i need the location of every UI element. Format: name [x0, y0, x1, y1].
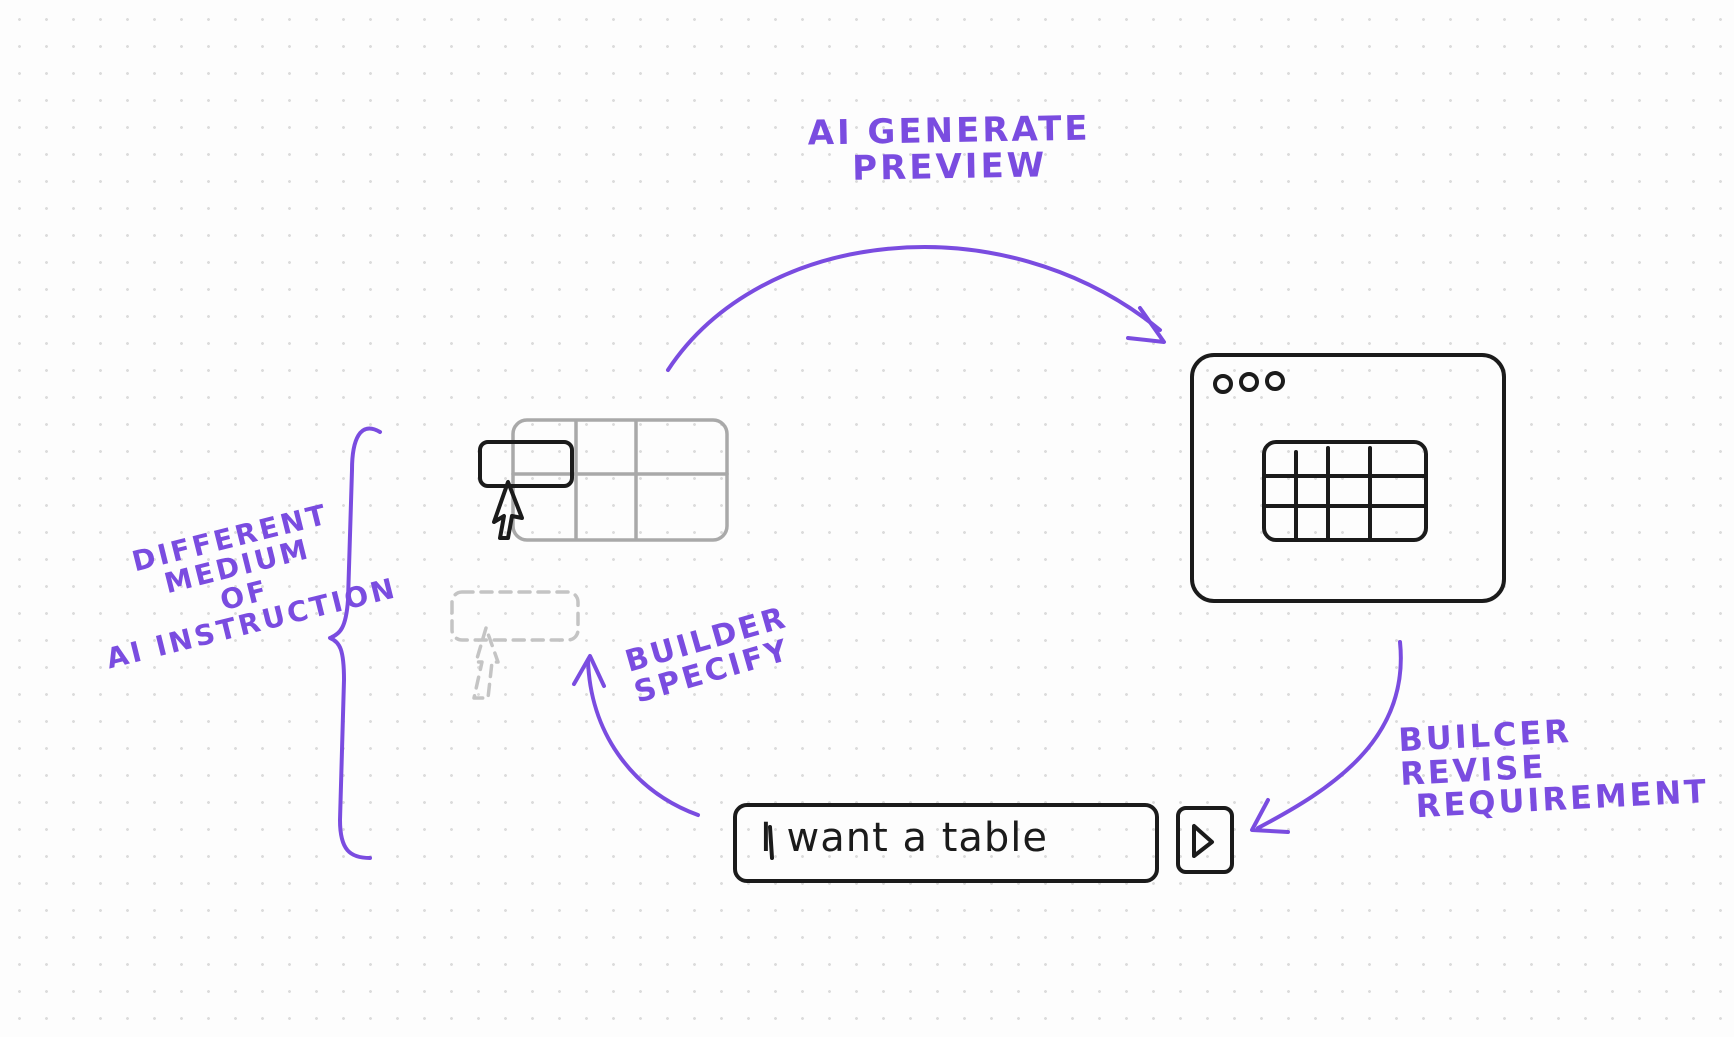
- three-dots-icon: [1213, 371, 1285, 394]
- play-arrow-icon: [1192, 824, 1214, 858]
- table-sketch: [511, 418, 729, 542]
- mouse-cursor-icon: [492, 480, 524, 540]
- generate-arrow: [666, 245, 1166, 372]
- grouping-brace: [328, 426, 382, 860]
- selected-cell: [478, 440, 574, 488]
- ai-generate-line2: PREVIEW: [851, 144, 1048, 189]
- preview-table: [1262, 440, 1428, 542]
- prompt-input-box: [733, 803, 1159, 883]
- specify-arrow: [572, 654, 700, 817]
- ghost-element: [450, 590, 580, 642]
- send-button: [1176, 806, 1234, 874]
- ghost-cursor-icon: [472, 626, 500, 700]
- revise-arrow: [1250, 640, 1403, 834]
- builder-revise-label: BUILCER REVISE REQUIREMENT: [1397, 708, 1709, 825]
- preview-window: [1190, 353, 1506, 603]
- prompt-text: I want a table: [760, 815, 1049, 861]
- ai-generate-preview-label: AI GENERATE PREVIEW: [807, 109, 1091, 189]
